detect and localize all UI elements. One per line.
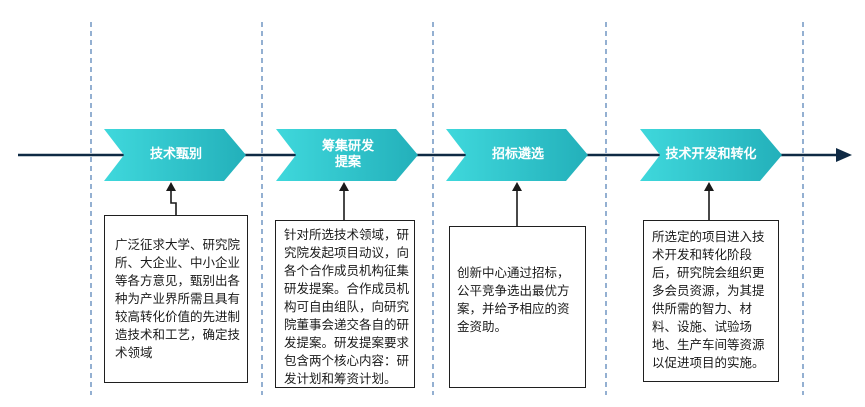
stage-1-label: 技术甄别: [149, 147, 202, 162]
connector-arrowhead-2: [339, 182, 349, 191]
connector-stage-1: [170, 189, 177, 215]
timeline-arrowhead: [836, 148, 852, 162]
stage-2-description: 针对所选技术领域，研 究院发起项目动议，向 各个合作成员机构征集 研发提案。合作…: [284, 227, 410, 386]
connector-arrowhead-4: [704, 182, 714, 191]
stage-4-description: 所选定的项目进入技 术开发和转化阶段 后，研究院会组织更 多会员资源，为其提 供…: [652, 229, 765, 370]
stage-1-description: 广泛征求大学、研究院 所、大企业、中小企业 等各方意见，甄别出各 种为产业界所需…: [115, 237, 241, 360]
chevron-stage-4: [640, 129, 782, 181]
connectors: [166, 182, 714, 226]
stage-3-description-box: 创新中心通过招标， 公平竞争选出最优方 案，并给予相应的资 金资助。: [449, 226, 586, 388]
stage-4-description-box: 所选定的项目进入技 术开发和转化阶段 后，研究院会组织更 多会员资源，为其提 供…: [643, 220, 779, 382]
chevron-stage-2: [276, 129, 418, 181]
connector-arrowhead-1: [166, 182, 176, 191]
dashed-guides: [90, 22, 804, 395]
stage-2-description-box: 针对所选技术领域，研 究院发起项目动议，向 各个合作成员机构征集 研发提案。合作…: [275, 220, 415, 388]
chevron-stage-3: [446, 129, 588, 181]
chevrons: [104, 129, 782, 181]
stage-1-description-box: 广泛征求大学、研究院 所、大企业、中小企业 等各方意见，甄别出各 种为产业界所需…: [104, 215, 248, 383]
chevron-stage-1: [104, 129, 246, 181]
stage-4-label: 技术开发和转化: [665, 147, 757, 162]
stage-3-description: 创新中心通过招标， 公平竞争选出最优方 案，并给予相应的资 金资助。: [457, 265, 570, 334]
connector-arrowhead-3: [512, 182, 522, 191]
stage-3-label: 招标遴选: [491, 147, 544, 162]
stage-2-label: 筹集研发 提案: [321, 139, 374, 170]
